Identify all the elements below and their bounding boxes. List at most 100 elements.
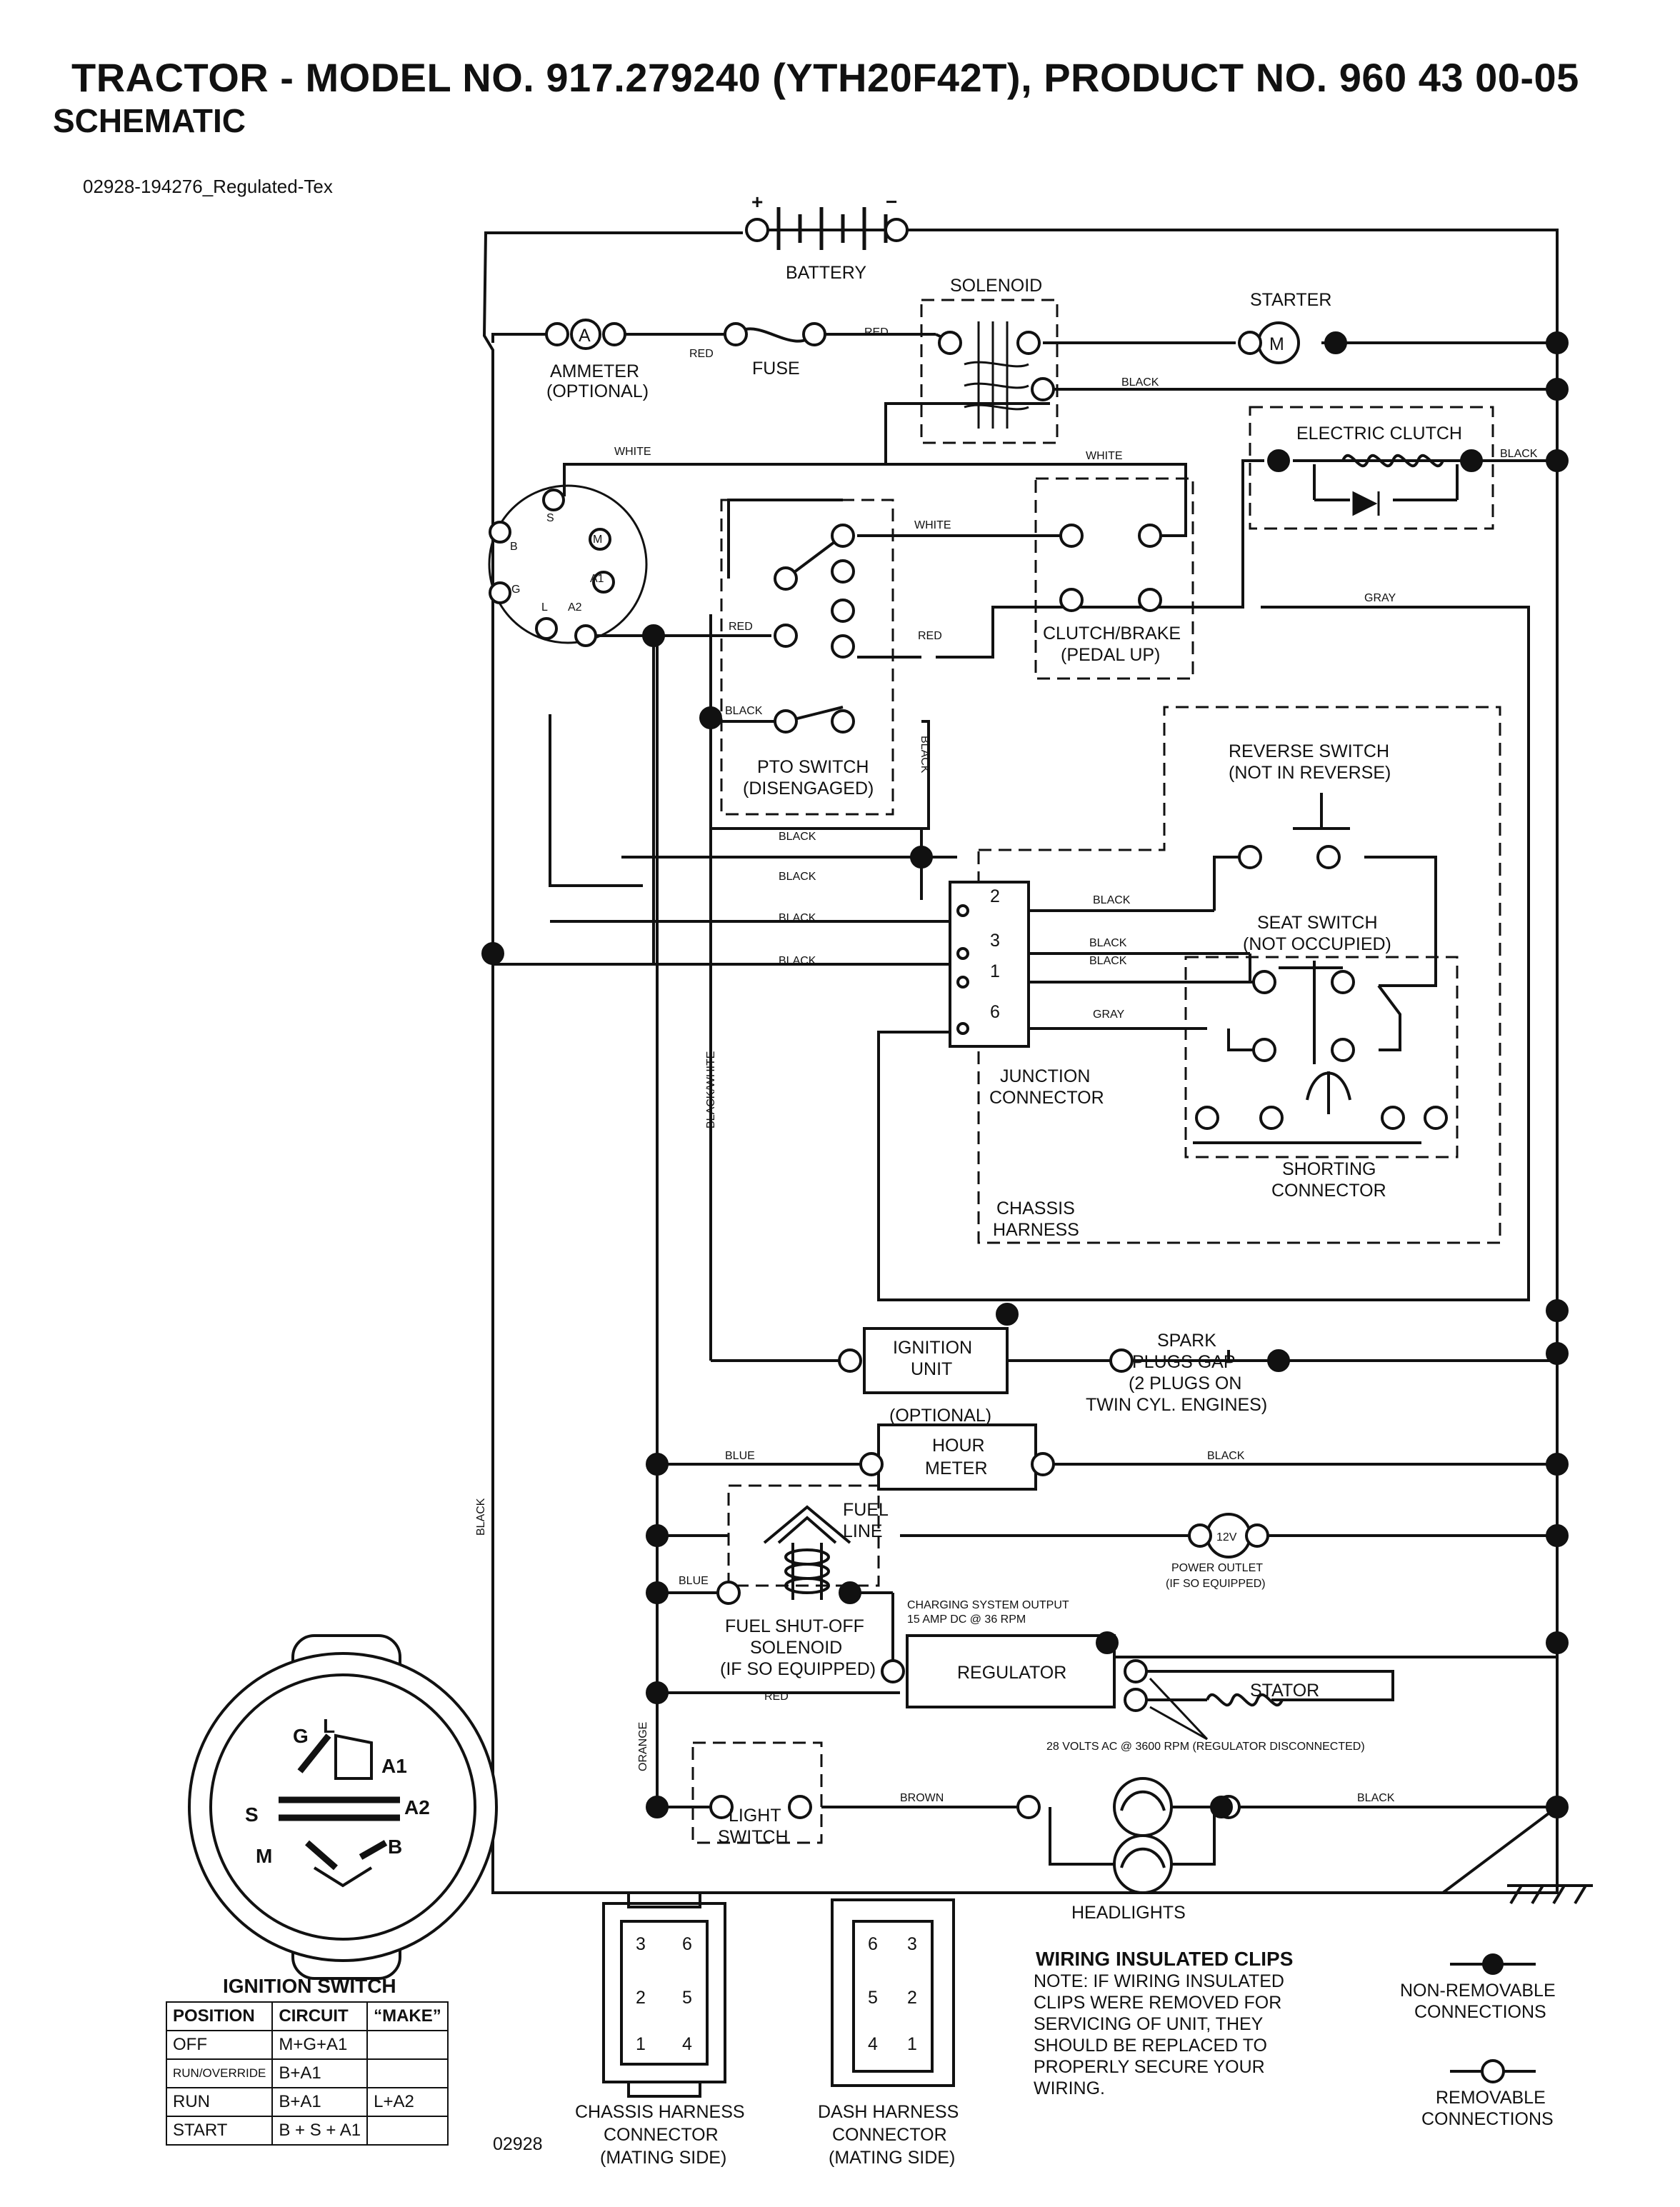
wire-black-8: BLACK (779, 955, 816, 967)
component-enclosures (691, 299, 1501, 1844)
ignition-switch-code: 02928 (493, 2134, 543, 2154)
wire-black-9: BLACK (1093, 894, 1131, 906)
power-outlet-label-1: POWER OUTLET (1171, 1562, 1263, 1574)
wire-black-5: BLACK (779, 831, 816, 843)
ignition-switch-title: IGNITION SWITCH (223, 1975, 396, 1997)
headlight-lower (1113, 1834, 1173, 1894)
stator-label: STATOR (1250, 1681, 1319, 1701)
shorting-label-1: SHORTING (1282, 1159, 1376, 1179)
ign-face-l: L (323, 1715, 335, 1737)
hour-meter-label-2: METER (925, 1458, 988, 1478)
chassis-pin-6: 6 (682, 1934, 692, 1954)
legend-non-removable-2: CONNECTIONS (1414, 2002, 1546, 2022)
row-circuit: B+A1 (271, 2058, 369, 2088)
row-make: L+A2 (366, 2087, 449, 2117)
ignition-switch-table: POSITION CIRCUIT “MAKE” OFF M+G+A1 RUN/O… (165, 2001, 449, 2146)
legend-non-removable-symbol (1482, 1953, 1504, 1975)
connector-labels: CHASSIS HARNESS CONNECTOR (MATING SIDE) … (493, 2102, 959, 2168)
ammeter-note: (OPTIONAL) (546, 381, 649, 401)
fuel-solenoid-label-1: FUEL SHUT-OFF (725, 1616, 864, 1636)
fuel-line-label-1: FUEL (843, 1500, 889, 1520)
ign-face-b: B (388, 1836, 402, 1858)
power-outlet-label-2: (IF SO EQUIPPED) (1166, 1578, 1266, 1590)
table-row: RUN B+A1 L+A2 (165, 2087, 449, 2117)
chassis-connector: 3 6 2 5 1 4 (602, 1891, 726, 2098)
fuel-solenoid-coil (763, 1505, 851, 1600)
non-removable-connections (481, 331, 1569, 1818)
chassis-connector-label-3: (MATING SIDE) (600, 2148, 726, 2168)
headlights-label: HEADLIGHTS (1071, 1903, 1186, 1923)
seat-switch-label: SEAT SWITCH (1257, 913, 1378, 933)
ign-terminal-b: B (510, 541, 518, 553)
ign-face-g: G (293, 1725, 309, 1747)
chassis-connector-label-2: CONNECTOR (604, 2125, 719, 2145)
junction-pin-3: 3 (990, 931, 1000, 951)
wire-blue-2: BLUE (679, 1575, 709, 1587)
legend: NON-REMOVABLE CONNECTIONS REMOVABLE CONN… (1400, 1953, 1556, 2129)
clips-note-title: WIRING INSULATED CLIPS (1036, 1948, 1293, 1970)
row-position: OFF (165, 2030, 274, 2060)
wire-red-4: RED (918, 630, 942, 642)
ign-face-a2: A2 (404, 1796, 430, 1818)
starter-label: STARTER (1250, 290, 1331, 310)
starter-symbol: M (1269, 334, 1284, 354)
dash-pin-3: 3 (907, 1934, 917, 1954)
dash-connector-label-1: DASH HARNESS (818, 2102, 959, 2122)
legend-removable-2: CONNECTIONS (1421, 2109, 1554, 2129)
charging-note-2: 15 AMP DC @ 36 RPM (907, 1613, 1026, 1626)
ignition-unit-box (863, 1327, 1009, 1394)
junction-label-2: CONNECTOR (989, 1088, 1104, 1108)
col-position: POSITION (165, 2001, 274, 2031)
wire-red-1: RED (689, 348, 714, 360)
row-make (366, 2116, 449, 2146)
clips-note-line-1: NOTE: IF WIRING INSULATED (1034, 1971, 1284, 1991)
ammeter-symbol: A (579, 326, 591, 346)
fuel-solenoid-label-3: (IF SO EQUIPPED) (720, 1659, 876, 1679)
wire-red-2: RED (864, 326, 889, 339)
row-position: RUN (165, 2087, 274, 2117)
fuel-solenoid-label-2: SOLENOID (750, 1638, 842, 1658)
component-labels: + − BATTERY SOLENOID STARTER M A AMMETER… (510, 191, 1462, 1923)
page-title: TRACTOR - MODEL NO. 917.279240 (YTH20F42… (71, 55, 1579, 100)
component-bodies (863, 881, 1116, 1708)
spark-label-3: (2 PLUGS ON (1129, 1373, 1241, 1393)
legend-removable-1: REMOVABLE (1436, 2088, 1546, 2108)
wire-black-1: BLACK (1121, 376, 1159, 389)
legend-non-removable-1: NON-REMOVABLE (1400, 1981, 1556, 2001)
seat-state-label: (NOT OCCUPIED) (1243, 934, 1391, 954)
clips-note: WIRING INSULATED CLIPS NOTE: IF WIRING I… (1034, 1948, 1293, 2098)
shorting-label-2: CONNECTOR (1271, 1181, 1386, 1201)
ign-terminal-m: M (593, 534, 602, 546)
pto-switch-label: PTO SWITCH (757, 757, 869, 777)
regulator-label: REGULATOR (957, 1663, 1066, 1683)
dash-pin-5: 5 (868, 1988, 878, 2008)
wire-gray-1: GRAY (1364, 592, 1396, 604)
wire-black-3: BLACK (725, 705, 763, 717)
clutch-brake-label: CLUTCH/BRAKE (1043, 624, 1181, 644)
ign-terminal-g: G (511, 584, 520, 596)
hour-meter-label-1: HOUR (932, 1436, 985, 1456)
regulator-box (906, 1634, 1116, 1708)
electric-clutch-label: ELECTRIC CLUTCH (1296, 424, 1462, 444)
row-position: RUN/OVERRIDE (165, 2058, 274, 2088)
clutch-brake-state: (PEDAL UP) (1061, 645, 1160, 665)
power-outlet-symbol: 12V (1216, 1531, 1237, 1543)
chassis-harness-label-1: CHASSIS (996, 1198, 1075, 1218)
battery-symbol (776, 207, 888, 250)
reverse-state-label: (NOT IN REVERSE) (1229, 763, 1391, 783)
pto-state-label: (DISENGAGED) (743, 779, 874, 799)
row-circuit: B + S + A1 (271, 2116, 369, 2146)
clips-note-line-5: PROPERLY SECURE YOUR (1034, 2057, 1265, 2077)
legend-removable-symbol (1481, 2059, 1505, 2083)
battery-minus: − (886, 191, 897, 213)
wire-red-5: RED (764, 1691, 789, 1703)
battery-label: BATTERY (786, 263, 866, 283)
ac-voltage-note: 28 VOLTS AC @ 3600 RPM (REGULATOR DISCON… (1046, 1741, 1365, 1753)
ign-terminal-l: L (541, 601, 548, 614)
clips-note-line-3: SERVICING OF UNIT, THEY (1034, 2014, 1264, 2034)
ign-face-s: S (245, 1803, 259, 1826)
col-circuit: CIRCUIT (271, 2001, 369, 2031)
diode-symbol (1352, 491, 1380, 516)
col-make: “MAKE” (366, 2001, 449, 2031)
wire-black-4: BLACK (919, 736, 931, 774)
